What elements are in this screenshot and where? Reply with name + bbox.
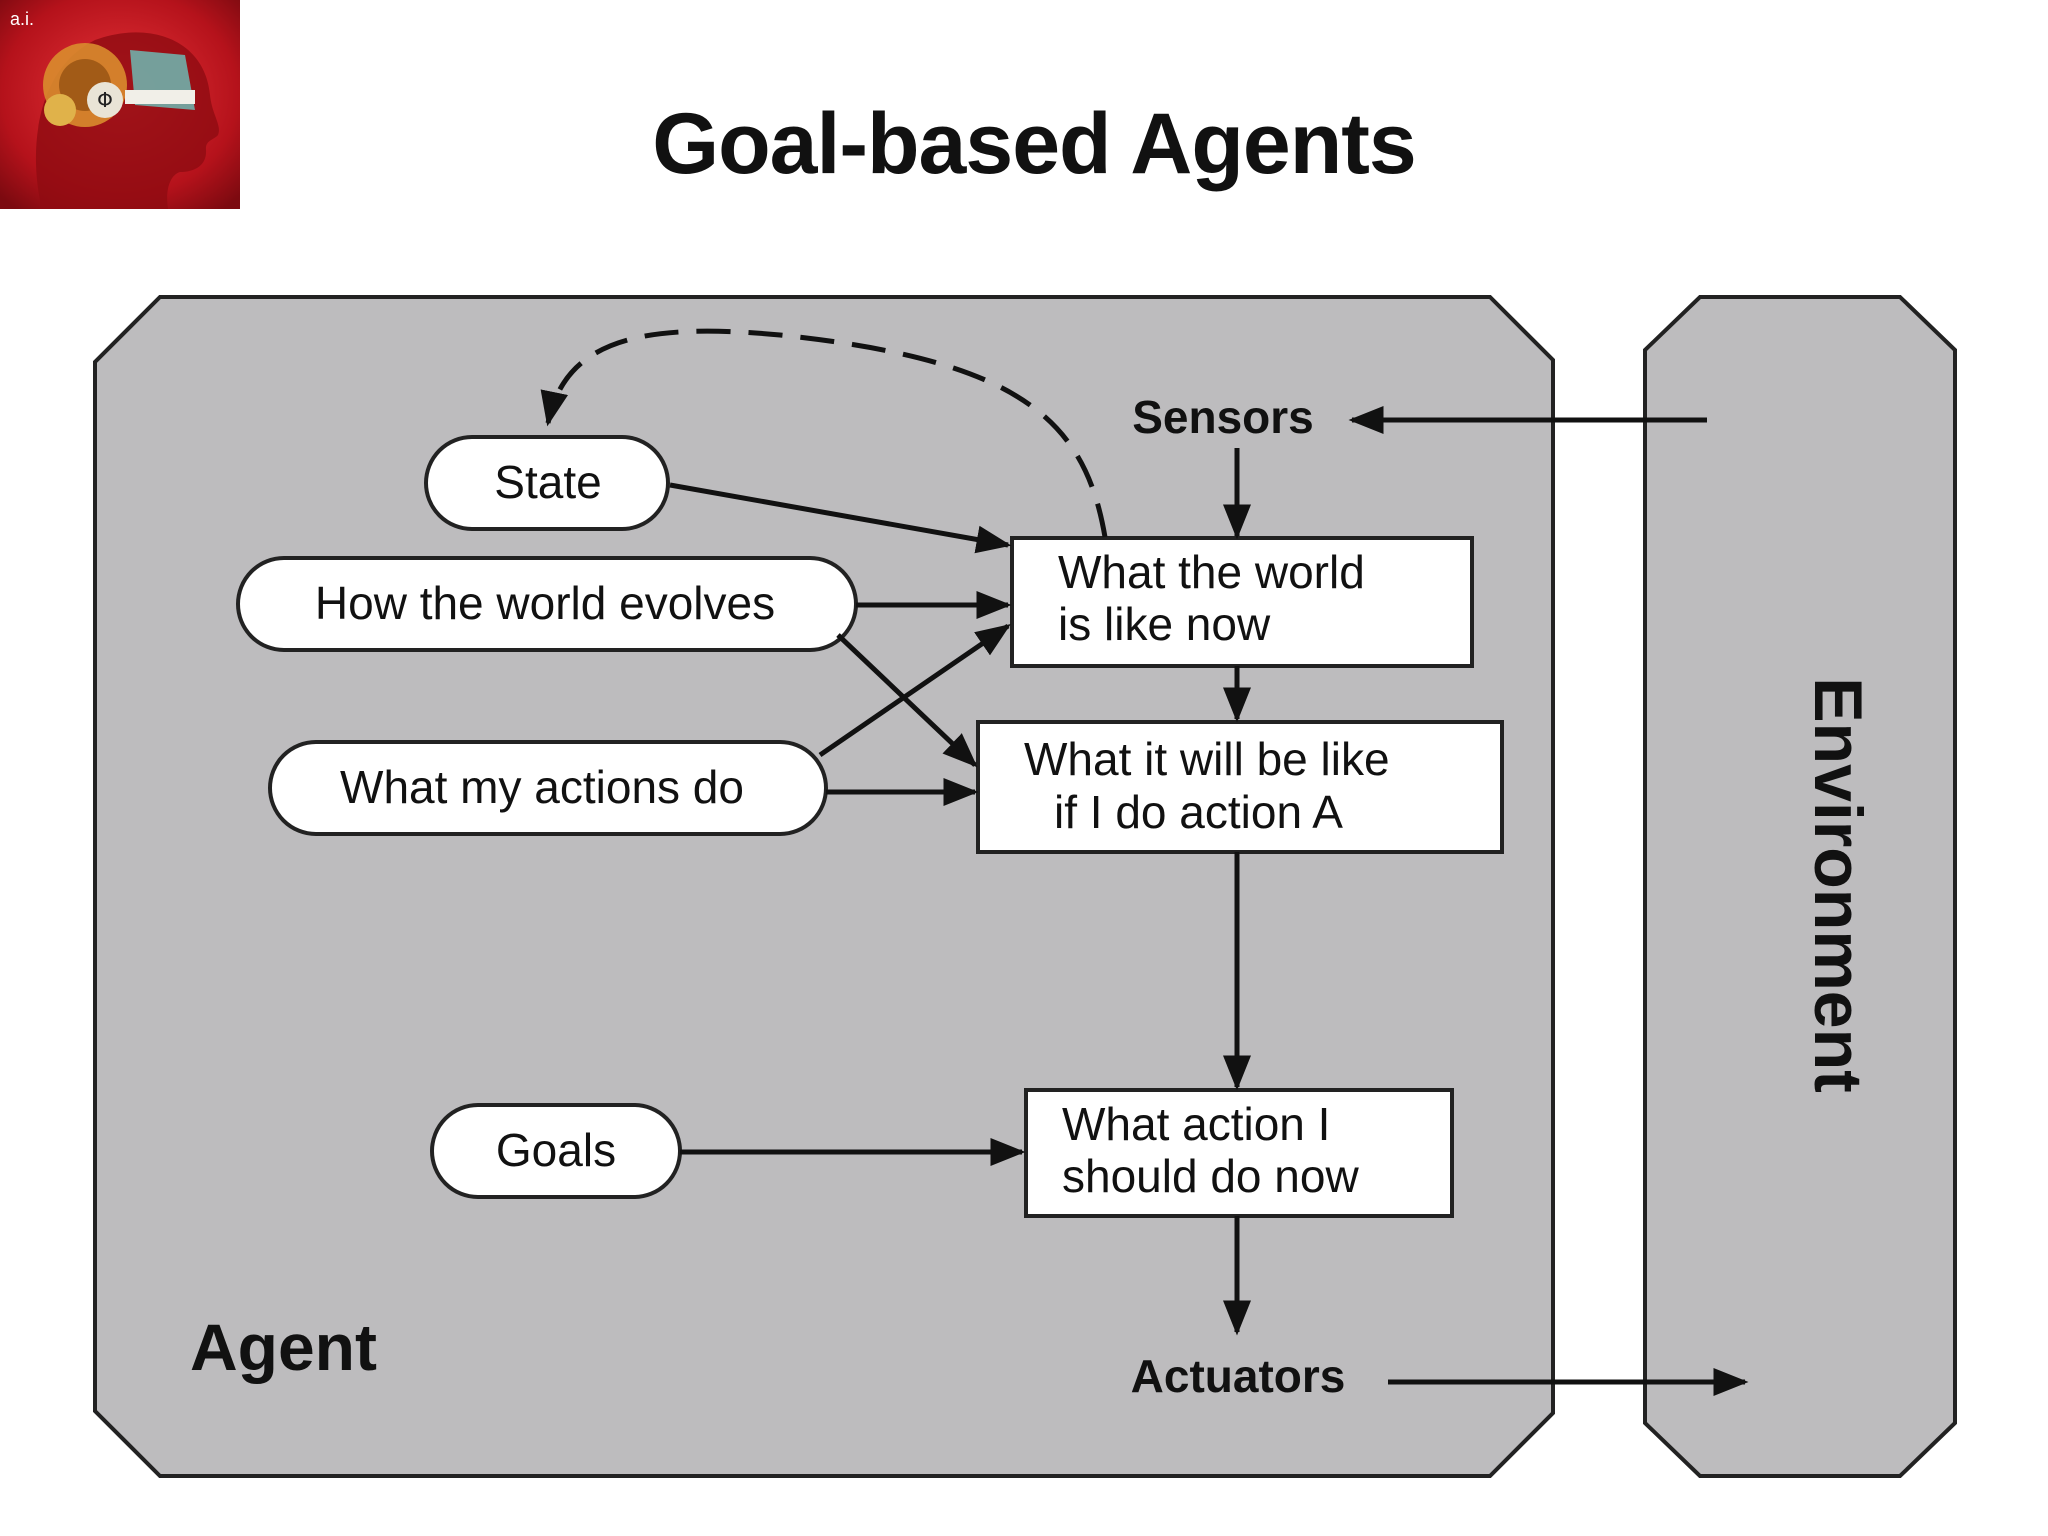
world-now-line-1: What the world [1058,546,1365,598]
state-label: State [494,456,601,508]
state-to-world-arrow [669,482,1012,554]
state-node: State [424,435,670,531]
action-now-line-2: should do now [1062,1150,1359,1202]
what-actions-do-label: What my actions do [340,761,744,813]
environment-label: Environment [1800,677,1876,1093]
evolves-to-future-arrow [836,633,978,768]
action-now-line-1: What action I [1062,1098,1330,1150]
world-now-box: What the world is like now [1010,536,1474,668]
agent-panel [93,295,1555,1478]
will-be-like-line-2: if I do action A [1054,786,1343,838]
svg-text:Φ: Φ [97,88,113,112]
world-now-line-2: is like now [1058,598,1271,650]
feedback-dashed-arrow [540,328,1108,538]
actuators-label: Actuators [1131,1350,1346,1402]
logo-badge: a.i. [10,9,34,29]
ai-logo: Φ a.i. [0,0,240,209]
sensors-label: Sensors [1132,391,1314,443]
environment-panel [1643,295,1957,1478]
what-actions-do-node: What my actions do [268,740,828,836]
goals-label: Goals [496,1124,616,1176]
actions-to-world-arrow [818,623,1011,758]
how-world-evolves-label: How the world evolves [315,577,775,629]
will-be-like-line-1: What it will be like [1024,733,1390,785]
agent-label: Agent [190,1310,377,1384]
action-now-box: What action I should do now [1024,1088,1454,1218]
slide-title: Goal-based Agents [652,96,1417,192]
how-world-evolves-node: How the world evolves [236,556,858,652]
goals-node: Goals [430,1103,682,1199]
will-be-like-box: What it will be like if I do action A [976,720,1504,854]
